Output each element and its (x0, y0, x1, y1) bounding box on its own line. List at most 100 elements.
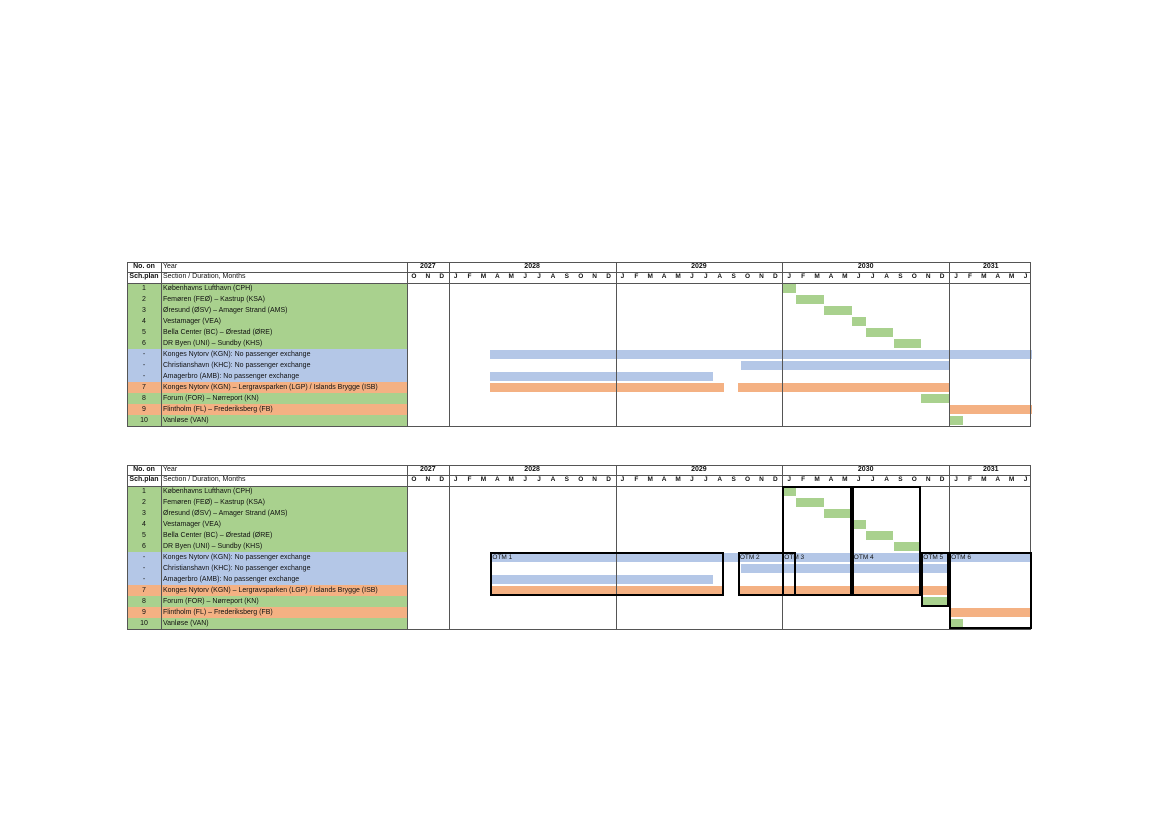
grid-line-vertical (949, 262, 951, 426)
row-number: 5 (127, 530, 161, 541)
month-label: J (620, 273, 625, 280)
row-number: 7 (127, 382, 161, 393)
month-label: O (911, 273, 917, 280)
month-label: O (745, 273, 751, 280)
row-number: 3 (127, 508, 161, 519)
row-number: 6 (127, 338, 161, 349)
month-label: F (634, 273, 639, 280)
month-label: F (967, 273, 972, 280)
otm-label: OTM 3 (784, 554, 805, 561)
row-section-name: Konges Nytorv (KGN): No passenger exchan… (161, 349, 407, 360)
row-section-name: Christianshavn (KHC): No passenger excha… (161, 360, 407, 371)
month-label: J (870, 476, 875, 483)
year-label: 2029 (691, 263, 707, 270)
schedule-bar (782, 487, 797, 496)
schedule-bar (490, 575, 713, 584)
grid-line-vertical (448, 465, 450, 629)
row-section-name: Femøren (FEØ) – Kastrup (KSA) (161, 294, 407, 305)
row-section-name: Konges Nytorv (KGN): No passenger exchan… (161, 552, 407, 563)
schedule-bar (949, 608, 1033, 617)
row-number: 7 (127, 585, 161, 596)
month-label: J (954, 476, 958, 483)
row-number: - (127, 371, 161, 382)
row-section-name: Vestamager (VEA) (161, 316, 407, 327)
month-label: A (661, 273, 667, 280)
schedule-bar (893, 542, 922, 551)
row-number: 4 (127, 519, 161, 530)
grid-line-vertical (161, 465, 162, 629)
month-label: J (704, 273, 708, 280)
month-label: O (745, 476, 751, 483)
row-section-name: Øresund (ØSV) – Amager Strand (AMS) (161, 508, 407, 519)
grid-line-bottom (127, 629, 1031, 630)
row-number: - (127, 349, 161, 360)
month-label: J (523, 476, 527, 483)
month-label: J (1023, 476, 1028, 483)
month-label: D (939, 273, 945, 280)
otm-label: OTM 4 (853, 554, 874, 561)
schedule-bar (949, 405, 1033, 414)
header-year-label: Year (163, 466, 178, 473)
month-label: J (704, 476, 708, 483)
month-label: N (925, 476, 931, 483)
otm-label: OTM 2 (739, 554, 760, 561)
month-label: D (606, 273, 611, 280)
row-section-name: Flintholm (FL) – Frederiksberg (FB) (161, 404, 407, 415)
row-number: 10 (127, 415, 161, 426)
month-label: D (939, 476, 945, 483)
schedule-bar (865, 531, 894, 540)
month-label: A (884, 476, 889, 483)
schedule-bar (490, 383, 724, 392)
schedule-bar (490, 553, 1033, 562)
row-section-name: Vanløse (VAN) (161, 618, 407, 629)
month-label: F (967, 476, 972, 483)
month-label: J (856, 273, 861, 280)
grid-line-header-mid (127, 475, 1031, 476)
schedule-bar (921, 394, 950, 403)
schedule-bar (490, 350, 1033, 359)
grid-line-vertical (407, 465, 408, 629)
row-number: 6 (127, 541, 161, 552)
schedule-bar (490, 586, 724, 595)
month-label: F (467, 476, 472, 483)
month-label: J (690, 476, 694, 483)
header-schplan-label: Sch.plan (129, 476, 159, 483)
row-number: 2 (127, 294, 161, 305)
year-label: 2028 (524, 466, 540, 473)
row-section-name: Bella Center (BC) – Ørestad (ØRE) (161, 530, 407, 541)
month-label: A (828, 273, 834, 280)
schedule-bar (949, 619, 963, 628)
month-label: M (480, 273, 487, 280)
month-label: M (842, 273, 848, 280)
row-number: 1 (127, 283, 161, 294)
schedule-bar (737, 586, 950, 595)
month-label: M (1008, 273, 1015, 280)
header-year-label: Year (163, 263, 178, 270)
year-label: 2029 (691, 466, 707, 473)
month-label: D (772, 476, 778, 483)
month-label: N (759, 476, 764, 483)
row-number: 8 (127, 596, 161, 607)
row-section-name: Øresund (ØSV) – Amager Strand (AMS) (161, 305, 407, 316)
month-label: A (884, 273, 889, 280)
header-schplan-label: Sch.plan (129, 273, 159, 280)
row-number: 9 (127, 404, 161, 415)
month-label: S (898, 476, 903, 483)
grid-line-vertical (127, 465, 128, 629)
month-label: D (439, 273, 445, 280)
month-label: A (717, 273, 723, 280)
schedule-bar (796, 295, 824, 304)
header-section-label: Section / Duration, Months (163, 476, 246, 483)
row-number: - (127, 552, 161, 563)
row-section-name: Konges Nytorv (KGN) – Lergravsparken (LG… (161, 382, 407, 393)
year-label: 2027 (420, 263, 436, 270)
row-section-name: Flintholm (FL) – Frederiksberg (FB) (161, 607, 407, 618)
row-number: 9 (127, 607, 161, 618)
month-label: M (814, 476, 820, 483)
month-label: F (801, 476, 806, 483)
month-label: F (801, 273, 806, 280)
year-label: 2031 (983, 263, 999, 270)
row-section-name: Københavns Lufthavn (CPH) (161, 283, 407, 294)
month-label: O (411, 476, 417, 483)
schedule-bar (893, 339, 922, 348)
